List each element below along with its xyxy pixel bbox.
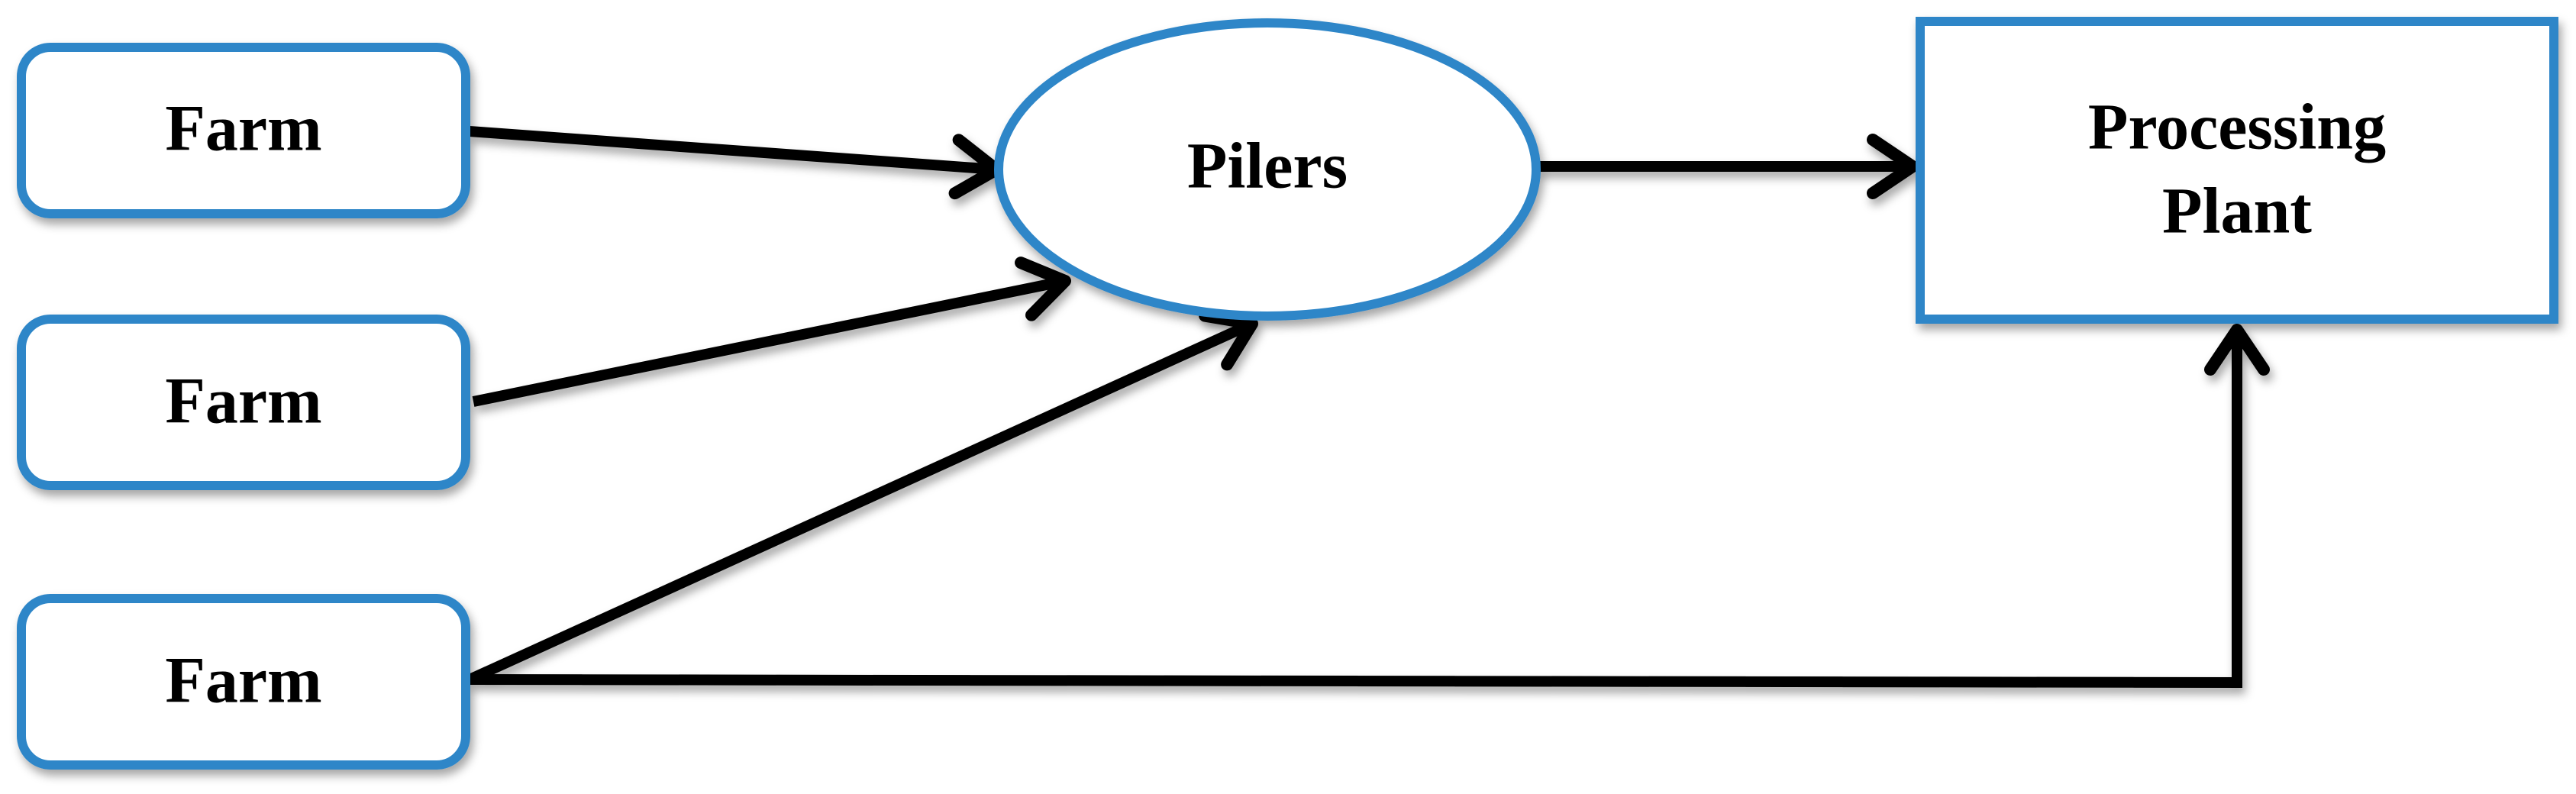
farm-label-3: Farm bbox=[165, 644, 321, 717]
pilers-label: Pilers bbox=[1187, 129, 1348, 202]
arrow-farm3-to-processing-plant bbox=[469, 324, 2270, 689]
arrow-farm2-to-pilers bbox=[472, 257, 1071, 407]
edges bbox=[467, 126, 2270, 689]
farm-label-2: Farm bbox=[165, 364, 321, 437]
farm-node-2 bbox=[17, 315, 470, 490]
farm-node-1 bbox=[17, 43, 470, 218]
farm-node-3 bbox=[17, 594, 470, 770]
arrow-farm1-to-pilers bbox=[469, 126, 1002, 200]
farm-label-1: Farm bbox=[165, 92, 321, 165]
processing-plant-label-line-2: Plant bbox=[2162, 174, 2312, 247]
processing-plant-label-line-1: Processing bbox=[2088, 90, 2386, 163]
processing-plant-node bbox=[1916, 17, 2558, 324]
pilers-node bbox=[994, 18, 1541, 321]
arrow-farm3-to-pilers bbox=[467, 309, 1258, 685]
